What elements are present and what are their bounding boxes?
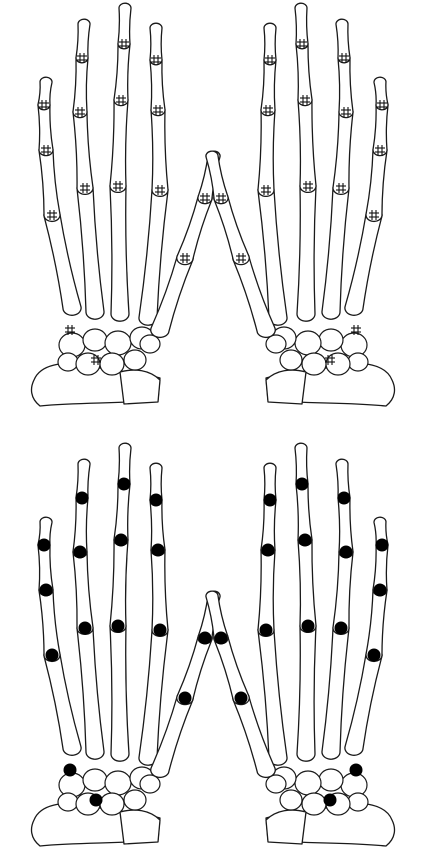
bottom-left-joint-dot-marker: [150, 494, 163, 507]
bottom-left-joint-dot-marker: [76, 492, 89, 505]
bottom-right-carpal-bone: [319, 769, 343, 791]
bottom-left-carpal-bone: [105, 771, 131, 795]
bottom-left-joint-dot-marker: [74, 546, 87, 559]
bottom-left-joint-dot-marker: [152, 544, 165, 557]
top-left-index-distal-phalanx: [150, 23, 162, 65]
top-right-middle-proximal-phalanx: [298, 94, 316, 192]
top-left-carpal-bone: [105, 331, 131, 355]
top-left-little-proximal-phalanx: [39, 144, 60, 221]
bottom-right-carpal-bone: [280, 790, 302, 810]
top-right-index-distal-phalanx: [264, 23, 276, 65]
bottom-right-joint-dot-marker: [235, 692, 248, 705]
bottom-left-index-proximal-phalanx: [151, 544, 168, 636]
bottom-left-ring-metacarpal: [77, 622, 104, 760]
bottom-left-joint-dot-marker: [199, 632, 212, 645]
bottom-right-joint-dot-marker: [368, 649, 381, 662]
top-right-carpal-bone: [326, 353, 350, 375]
top-right-index-proximal-phalanx: [258, 104, 275, 196]
bottom-left-joint-dot-marker: [112, 620, 125, 633]
bottom-left-joint-dot-marker: [118, 478, 131, 491]
top-right-carpal-bone: [302, 353, 326, 375]
bottom-right-joint-dot-marker: [340, 546, 353, 559]
top-left-middle-proximal-phalanx: [110, 94, 128, 192]
bottom-right-middle-proximal-phalanx: [298, 534, 316, 632]
bottom-left-little-metacarpal: [44, 649, 81, 756]
bottom-right-joint-dot-marker: [374, 584, 387, 597]
bottom-right-joint-dot-marker: [335, 622, 348, 635]
bottom-left-joint-dot-marker: [90, 794, 103, 807]
top-left-carpal-bone: [76, 353, 100, 375]
bottom-left-joint-dot-marker: [115, 534, 128, 547]
bottom-right-joint-dot-marker: [324, 794, 337, 807]
top-left-carpal-bone: [83, 329, 107, 351]
hand-panel-bottom-right: [206, 443, 395, 846]
bottom-right-joint-dot-marker: [262, 544, 275, 557]
bottom-left-joint-dot-marker: [154, 624, 167, 637]
top-left-carpal-bone: [100, 353, 124, 375]
top-right-little-distal-phalanx: [374, 77, 388, 110]
bottom-left-joint-dot-marker: [79, 622, 92, 635]
top-right-middle-metacarpal: [297, 180, 316, 322]
top-left-ring-proximal-phalanx: [73, 106, 93, 194]
bottom-right-joint-dot-marker: [264, 494, 277, 507]
top-left-carpal-bone: [140, 335, 160, 353]
bottom-left-joint-dot-marker: [40, 584, 53, 597]
top-right-little-proximal-phalanx: [366, 144, 387, 221]
bottom-left-joint-dot-marker: [64, 764, 77, 777]
top-right-ring-proximal-phalanx: [333, 106, 353, 194]
bottom-right-ring-metacarpal: [322, 622, 349, 760]
bottom-right-carpal-bone: [295, 771, 321, 795]
bottom-left-middle-proximal-phalanx: [110, 534, 128, 632]
top-left-ulna: [120, 370, 160, 404]
hand-panel-top-right: [206, 3, 395, 406]
top-right-carpal-bone: [266, 335, 286, 353]
bottom-left-carpal-bone: [83, 769, 107, 791]
bottom-right-carpal-bone: [302, 793, 326, 815]
bottom-right-ring-proximal-phalanx: [333, 546, 353, 634]
top-right-carpal-bone: [348, 353, 368, 371]
top-right-ring-metacarpal: [322, 182, 349, 320]
top-left-little-distal-phalanx: [38, 77, 52, 110]
bottom-right-joint-dot-marker: [215, 632, 228, 645]
bottom-left-carpal-bone: [58, 793, 78, 811]
bottom-left-carpal-bone: [124, 790, 146, 810]
top-right-little-metacarpal: [345, 209, 382, 316]
bottom-right-index-proximal-phalanx: [258, 544, 275, 636]
bottom-right-middle-metacarpal: [297, 620, 316, 762]
bottom-left-ring-proximal-phalanx: [73, 546, 93, 634]
top-right-carpal-bone: [280, 350, 302, 370]
hand-panel-bottom-left: [32, 443, 221, 846]
top-left-little-metacarpal: [44, 209, 81, 316]
top-right-carpal-bone: [319, 329, 343, 351]
bottom-right-joint-dot-marker: [338, 492, 351, 505]
bottom-right-joint-dot-marker: [299, 534, 312, 547]
bottom-right-joint-dot-marker: [376, 539, 389, 552]
bottom-left-joint-dot-marker: [179, 692, 192, 705]
bottom-right-joint-dot-marker: [302, 620, 315, 633]
top-left-ring-metacarpal: [77, 182, 104, 320]
bottom-left-middle-metacarpal: [110, 620, 129, 762]
bottom-right-joint-dot-marker: [350, 764, 363, 777]
bottom-right-joint-dot-marker: [296, 478, 309, 491]
bottom-right-little-metacarpal: [345, 649, 382, 756]
bottom-right-carpal-bone: [266, 775, 286, 793]
bottom-right-joint-dot-marker: [260, 624, 273, 637]
top-left-carpal-bone: [124, 350, 146, 370]
bottom-left-ulna: [120, 810, 160, 844]
top-left-carpal-bone: [58, 353, 78, 371]
bottom-left-carpal-bone: [140, 775, 160, 793]
bottom-left-joint-dot-marker: [46, 649, 59, 662]
top-left-middle-metacarpal: [110, 180, 129, 322]
top-right-carpal-bone: [295, 331, 321, 355]
bottom-right-carpal-bone: [348, 793, 368, 811]
top-left-index-proximal-phalanx: [151, 104, 168, 196]
bottom-right-ulna: [266, 810, 306, 844]
bottom-left-joint-dot-marker: [38, 539, 51, 552]
top-right-ulna: [266, 370, 306, 404]
bottom-left-carpal-bone: [100, 793, 124, 815]
hand-panel-top-left: [32, 3, 221, 406]
